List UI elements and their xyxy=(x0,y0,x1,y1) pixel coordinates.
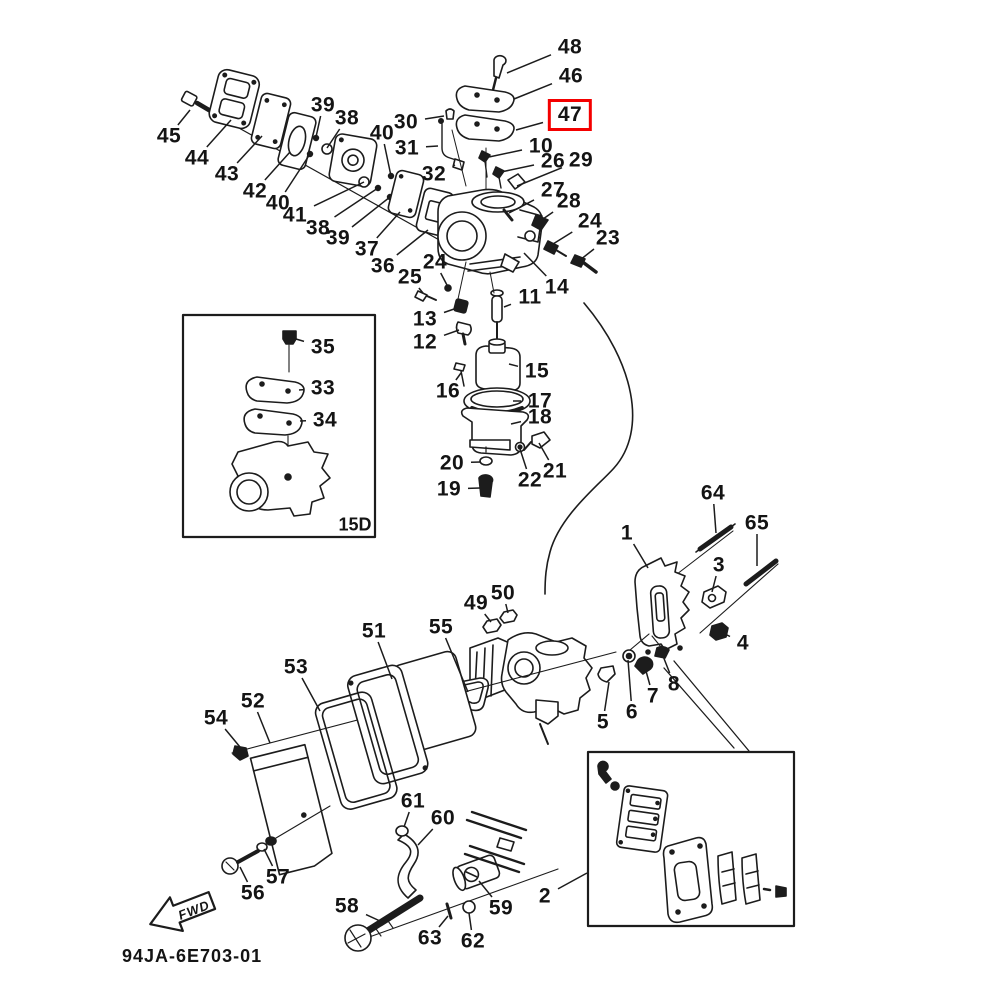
part-label-10[interactable]: 10 xyxy=(528,134,554,158)
part-label-35[interactable]: 35 xyxy=(310,335,336,359)
part-label-31[interactable]: 31 xyxy=(394,136,420,160)
part-label-17[interactable]: 17 xyxy=(527,389,553,413)
part-label-32[interactable]: 32 xyxy=(421,162,447,186)
silencer-cover xyxy=(208,68,261,130)
part-label-33[interactable]: 33 xyxy=(310,376,336,400)
part-label-2[interactable]: 2 xyxy=(538,884,552,908)
part-label-58[interactable]: 58 xyxy=(334,894,360,918)
part-label-23[interactable]: 23 xyxy=(595,226,621,250)
part-label-53[interactable]: 53 xyxy=(283,655,309,679)
part-label-55[interactable]: 55 xyxy=(428,615,454,639)
part-label-59[interactable]: 59 xyxy=(488,896,514,920)
part-label-54[interactable]: 54 xyxy=(203,706,229,730)
part-label-3[interactable]: 3 xyxy=(712,553,726,577)
part-label-5[interactable]: 5 xyxy=(596,710,610,734)
part-label-20[interactable]: 20 xyxy=(439,451,465,475)
part-label-22[interactable]: 22 xyxy=(517,468,543,492)
part-label-14[interactable]: 14 xyxy=(544,275,570,299)
part-label-16[interactable]: 16 xyxy=(435,379,461,403)
part-label-6[interactable]: 6 xyxy=(625,700,639,724)
part-label-61[interactable]: 61 xyxy=(400,789,426,813)
part-label-18[interactable]: 18 xyxy=(527,405,553,429)
part-label-45[interactable]: 45 xyxy=(156,124,182,148)
part-label-57[interactable]: 57 xyxy=(265,865,291,889)
part-label-19[interactable]: 19 xyxy=(436,477,462,501)
part-label-7[interactable]: 7 xyxy=(646,684,660,708)
part-label-24[interactable]: 24 xyxy=(577,209,603,233)
part-label-41[interactable]: 41 xyxy=(282,203,308,227)
part-label-63[interactable]: 63 xyxy=(417,926,443,950)
part-label-64[interactable]: 64 xyxy=(700,481,726,505)
part-label-26[interactable]: 26 xyxy=(540,149,566,173)
part-label-50[interactable]: 50 xyxy=(490,581,516,605)
part-label-29[interactable]: 29 xyxy=(568,148,594,172)
part-label-46[interactable]: 46 xyxy=(558,64,584,88)
part-label-38[interactable]: 38 xyxy=(305,216,331,240)
part-label-51[interactable]: 51 xyxy=(361,619,387,643)
part-label-52[interactable]: 52 xyxy=(240,689,266,713)
part-label-37[interactable]: 37 xyxy=(354,237,380,261)
part-label-60[interactable]: 60 xyxy=(430,806,456,830)
part-label-39[interactable]: 39 xyxy=(325,226,351,250)
drawing-code: 94JA-6E703-01 xyxy=(122,946,263,966)
part-label-62[interactable]: 62 xyxy=(460,929,486,953)
part-label-43[interactable]: 43 xyxy=(214,162,240,186)
part-label-48[interactable]: 48 xyxy=(557,35,583,59)
part-label-47-highlighted[interactable]: 47 xyxy=(547,99,593,131)
part-label-25[interactable]: 25 xyxy=(397,265,423,289)
part-label-44[interactable]: 44 xyxy=(184,146,210,170)
part-label-11[interactable]: 11 xyxy=(518,285,542,309)
part-label-30[interactable]: 30 xyxy=(393,110,419,134)
part-label-49[interactable]: 49 xyxy=(463,591,489,615)
part-label-40[interactable]: 40 xyxy=(369,121,395,145)
part-label-56[interactable]: 56 xyxy=(240,881,266,905)
part-label-40[interactable]: 40 xyxy=(265,191,291,215)
part-label-1[interactable]: 1 xyxy=(620,521,634,545)
part-label-15[interactable]: 15 xyxy=(524,359,550,383)
part-label-28[interactable]: 28 xyxy=(556,189,582,213)
part-label-38[interactable]: 38 xyxy=(334,106,360,130)
inset-view-label: 15D xyxy=(338,514,372,535)
part-label-36[interactable]: 36 xyxy=(370,254,396,278)
part-label-24[interactable]: 24 xyxy=(422,250,448,274)
part-label-42[interactable]: 42 xyxy=(242,179,268,203)
part-label-39[interactable]: 39 xyxy=(310,93,336,117)
part-label-13[interactable]: 13 xyxy=(412,307,438,331)
part-label-4[interactable]: 4 xyxy=(736,631,750,655)
part-label-34[interactable]: 34 xyxy=(312,408,338,432)
part-label-12[interactable]: 12 xyxy=(412,330,438,354)
part-label-21[interactable]: 21 xyxy=(542,459,568,483)
part-label-65[interactable]: 65 xyxy=(744,511,770,535)
part-label-8[interactable]: 8 xyxy=(667,672,681,696)
part-label-27[interactable]: 27 xyxy=(540,178,566,202)
